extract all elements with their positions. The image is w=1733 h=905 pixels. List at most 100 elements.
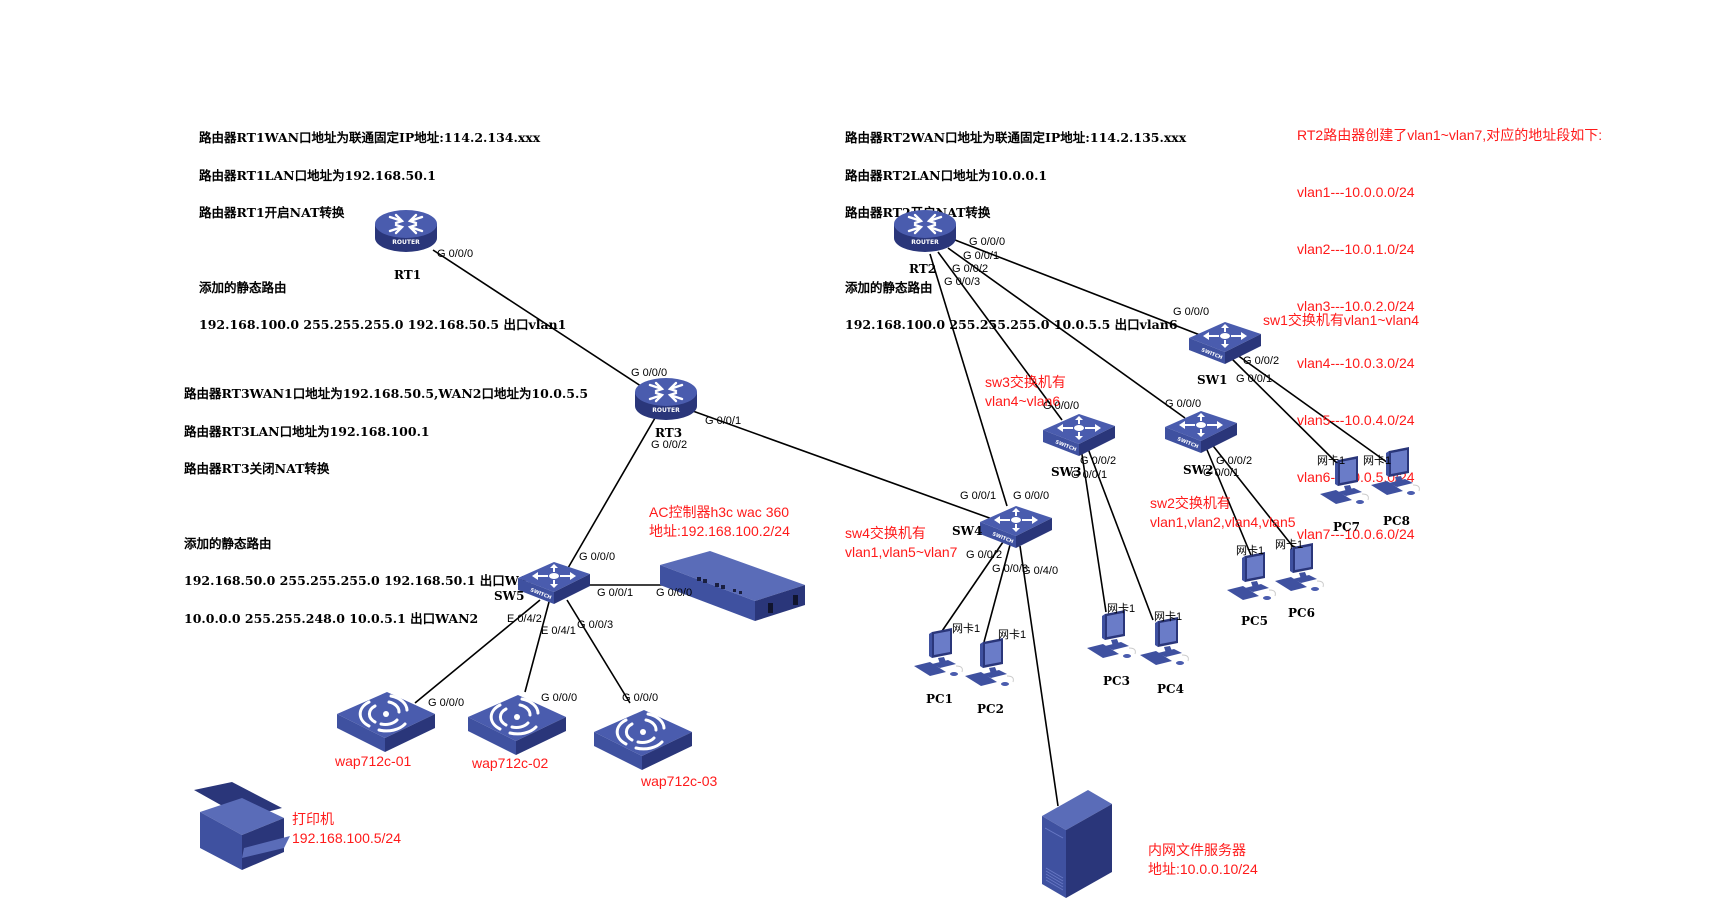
router-rt3[interactable]	[632, 376, 700, 424]
link-rt3-sw4[interactable]	[689, 409, 996, 521]
link-sw2-pc6[interactable]	[1209, 441, 1299, 554]
link-rt1-rt3[interactable]	[432, 249, 651, 393]
rt1-route: 192.168.100.0 255.255.255.0 192.168.50.5…	[199, 317, 567, 332]
sw4-label: SW4	[952, 524, 983, 538]
switch-sw3[interactable]	[1041, 408, 1117, 460]
rt3-note-line: 路由器RT3WAN1口地址为192.168.50.5,WAN2口地址为10.0.…	[184, 386, 589, 401]
port-label: G 0/0/0	[1165, 398, 1202, 410]
sw1-label: SW1	[1197, 373, 1228, 387]
link-sw5-ap2[interactable]	[524, 601, 550, 693]
printer-icon[interactable]	[192, 780, 292, 875]
sw2-label: SW2	[1183, 463, 1214, 477]
sw3-label: SW3	[1051, 465, 1082, 479]
rt1-config-note: 路由器RT1WAN口地址为联通固定IP地址:114.2.134.xxx 路由器R…	[199, 107, 566, 357]
port-label: G 0/0/2	[651, 439, 688, 451]
pc4-nic-label: 网卡1	[1154, 611, 1183, 623]
link-rt2-sw3[interactable]	[937, 251, 1063, 421]
sw2-annotation: sw2交换机有 vlan1,vlan2,vlan4,vlan5	[1150, 495, 1296, 530]
port-label: G 0/0/1	[1071, 469, 1108, 481]
port-label: G 0/0/3	[577, 619, 614, 631]
rt1-label: RT1	[394, 268, 422, 282]
link-sw5-ap1[interactable]	[414, 599, 541, 704]
rt3-config-note: 路由器RT3WAN1口地址为192.168.50.5,WAN2口地址为10.0.…	[184, 363, 588, 650]
rt3-route-title: 添加的静态路由	[184, 535, 272, 551]
file-server-icon[interactable]	[1040, 788, 1115, 900]
pc5-nic-label: 网卡1	[1236, 545, 1265, 557]
sw1-annotation: sw1交换机有vlan1~vlan4	[1263, 312, 1420, 328]
rt1-note-line: 路由器RT1LAN口地址为192.168.50.1	[199, 167, 436, 183]
ap-wap712c-01[interactable]	[335, 684, 437, 754]
link-rt3-sw5[interactable]	[567, 417, 656, 569]
port-label: G 0/0/0	[579, 551, 616, 563]
port-label: G 0/0/1	[1236, 373, 1273, 385]
vlan-row: vlan4---10.0.3.0/24	[1297, 355, 1415, 371]
link-rt2-sw1[interactable]	[954, 239, 1201, 336]
pc7-nic-label: 网卡1	[1317, 455, 1346, 467]
rt2-route: 192.168.100.0 255.255.255.0 10.0.5.5 出口v…	[845, 317, 1178, 332]
vlan-row: vlan3---10.0.2.0/24	[1297, 298, 1415, 314]
link-rt2-sw2[interactable]	[947, 247, 1186, 419]
rt3-note-line: 路由器RT3关闭NAT转换	[184, 461, 330, 476]
switch-sw4[interactable]	[978, 500, 1054, 552]
pc3-label: PC3	[1103, 674, 1130, 688]
ap3-label: wap712c-03	[641, 773, 718, 789]
ap2-label: wap712c-02	[472, 755, 549, 771]
link-sw5-ap3[interactable]	[566, 599, 631, 704]
port-label: G 0/0/2	[1216, 455, 1253, 467]
sw3-annotation: sw3交换机有 vlan4~vlan6	[985, 374, 1066, 409]
rt1-note-line: 路由器RT1开启NAT转换	[199, 205, 345, 220]
link-sw4-pc1[interactable]	[939, 541, 1004, 635]
rt1-note-line: 路由器RT1WAN口地址为联通固定IP地址:114.2.134.xxx	[199, 130, 541, 145]
rt2-config-note: 路由器RT2WAN口地址为联通固定IP地址:114.2.135.xxx 路由器R…	[845, 107, 1186, 357]
sw5-label: SW5	[494, 589, 525, 603]
port-label: E 0/4/1	[541, 625, 576, 637]
pc4-label: PC4	[1157, 682, 1184, 696]
switch-sw5[interactable]	[516, 556, 592, 608]
router-rt2[interactable]	[891, 208, 959, 256]
rt1-route-title: 添加的静态路由	[199, 279, 287, 295]
port-label: G 0/0/0	[622, 692, 659, 704]
link-sw2-pc5[interactable]	[1204, 444, 1254, 561]
vlan-table-title: RT2路由器创建了vlan1~vlan7,对应的地址段如下:	[1297, 127, 1603, 143]
ac-controller[interactable]	[655, 547, 810, 625]
pc7-label: PC7	[1333, 520, 1360, 534]
ap1-label: wap712c-01	[335, 753, 412, 769]
port-label: G 0/0/2	[966, 549, 1003, 561]
pc6-label: PC6	[1288, 606, 1315, 620]
link-rt2-sw4[interactable]	[929, 253, 1008, 507]
ap-wap712c-03[interactable]	[592, 702, 694, 772]
port-label: G 0/0/1	[1203, 467, 1240, 479]
pc6-nic-label: 网卡1	[1275, 539, 1304, 551]
link-sw1-pc7[interactable]	[1227, 354, 1353, 479]
port-label: E 0/4/2	[507, 613, 542, 625]
port-label: G 0/0/0	[428, 697, 465, 709]
switch-sw2[interactable]	[1163, 405, 1239, 457]
link-sw3-pc3[interactable]	[1080, 447, 1107, 613]
port-label: G 0/0/0	[631, 367, 668, 379]
port-label: G 0/0/0	[541, 692, 578, 704]
router-rt1[interactable]	[372, 208, 440, 256]
pc-pc2[interactable]	[963, 638, 1021, 690]
vlan-row: vlan7---10.0.6.0/24	[1297, 526, 1415, 542]
pc3-nic-label: 网卡1	[1107, 603, 1136, 615]
pc-pc3[interactable]	[1085, 610, 1143, 662]
pc5-label: PC5	[1241, 614, 1268, 628]
port-label: G 0/0/0	[437, 248, 474, 260]
port-label: G 0/0/3	[992, 563, 1029, 575]
rt2-route-title: 添加的静态路由	[845, 279, 933, 295]
link-sw1-pc8[interactable]	[1232, 351, 1396, 469]
rt3-route: 10.0.0.0 255.255.248.0 10.0.5.1 出口WAN2	[184, 610, 479, 626]
port-label: G 0/0/0	[1173, 306, 1210, 318]
link-sw4-pc2[interactable]	[983, 544, 1011, 643]
vlan-row: vlan2---10.0.1.0/24	[1297, 241, 1415, 257]
pc1-nic-label: 网卡1	[952, 623, 981, 635]
port-label: G 0/0/3	[944, 276, 981, 288]
link-sw3-pc4[interactable]	[1086, 445, 1154, 621]
rt3-label: RT3	[655, 426, 683, 440]
pc-pc4[interactable]	[1138, 617, 1196, 669]
link-sw4-server[interactable]	[1019, 545, 1059, 807]
ac-port-icon	[697, 577, 701, 581]
port-label: G 0/0/0	[656, 587, 693, 599]
port-label: G 0/0/2	[1243, 355, 1280, 367]
